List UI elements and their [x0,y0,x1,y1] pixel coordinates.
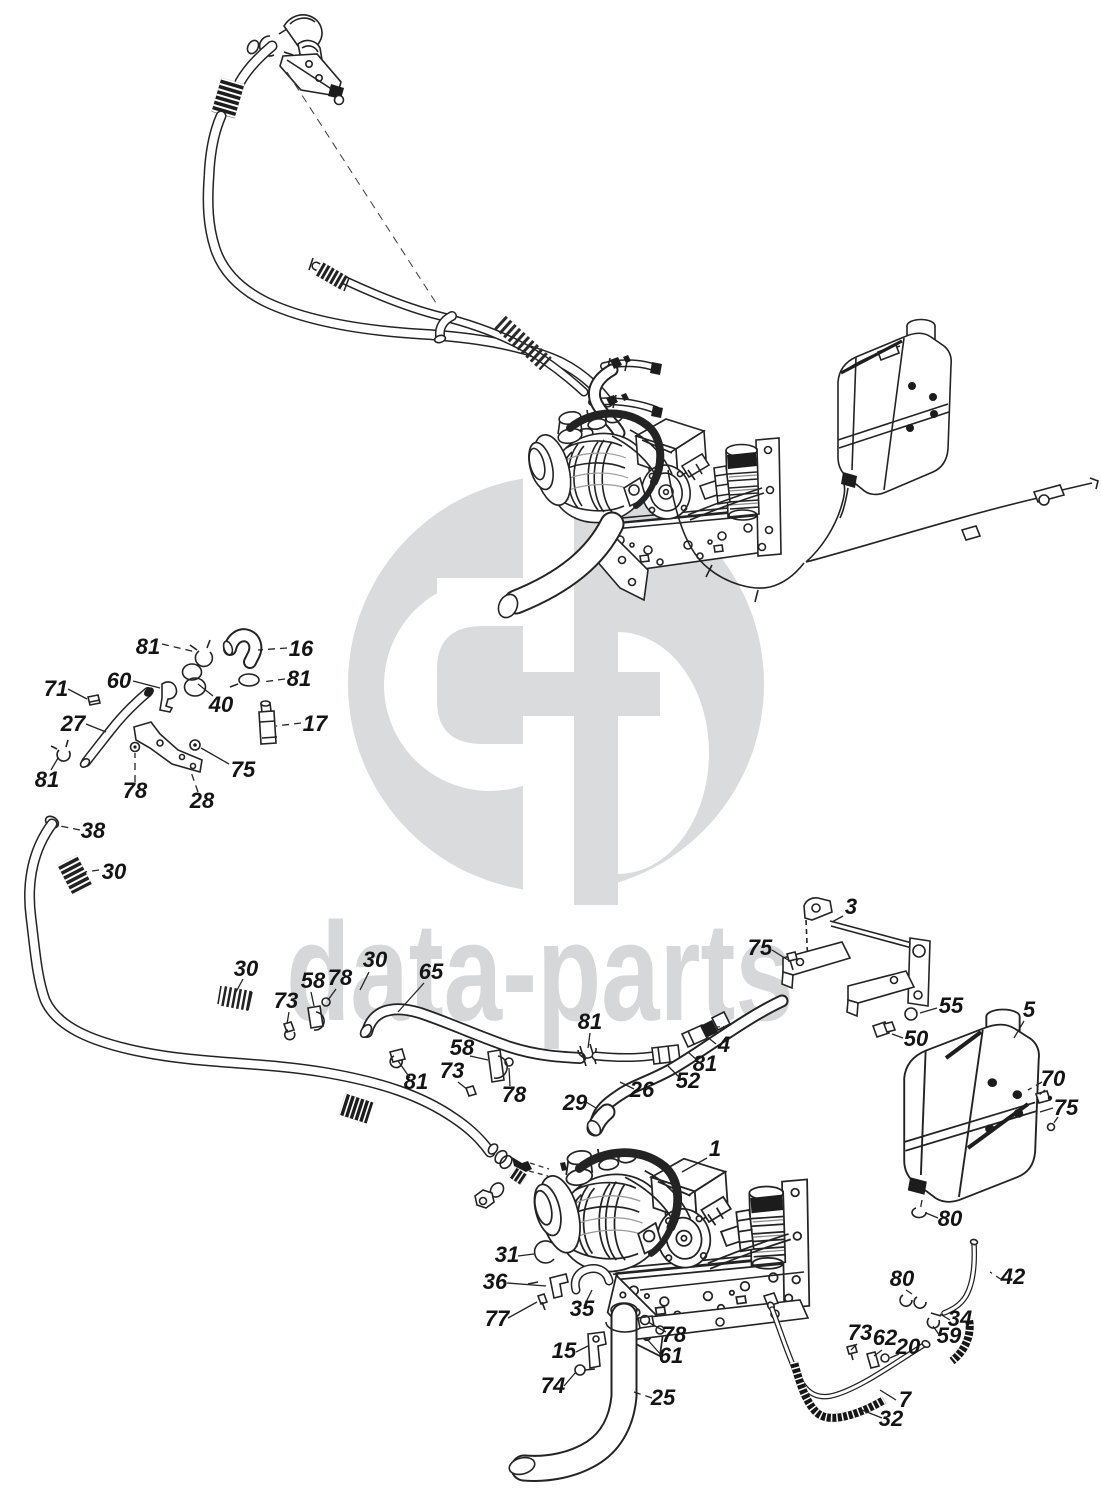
svg-text:29: 29 [562,1090,588,1115]
svg-text:71: 71 [44,676,68,701]
svg-text:26: 26 [629,1077,655,1102]
svg-text:65: 65 [419,959,444,984]
svg-text:75: 75 [231,757,256,782]
svg-text:32: 32 [879,1406,904,1431]
svg-text:5: 5 [1023,997,1036,1022]
svg-text:34: 34 [948,1306,972,1331]
svg-text:28: 28 [189,788,215,813]
svg-text:75: 75 [748,935,773,960]
svg-text:30: 30 [102,859,127,884]
svg-text:50: 50 [904,1026,929,1051]
svg-text:55: 55 [939,993,964,1018]
svg-text:38: 38 [81,818,106,843]
svg-text:77: 77 [485,1306,511,1331]
svg-text:80: 80 [938,1206,963,1231]
svg-text:81: 81 [578,1009,602,1034]
svg-text:73: 73 [848,1320,872,1345]
svg-text:81: 81 [35,767,59,792]
svg-text:31: 31 [495,1242,519,1267]
svg-text:75: 75 [1054,1095,1079,1120]
svg-text:62: 62 [873,1325,898,1350]
svg-text:36: 36 [483,1269,508,1294]
svg-text:52: 52 [676,1068,701,1093]
svg-text:73: 73 [274,988,298,1013]
svg-text:40: 40 [208,692,234,717]
svg-text:78: 78 [662,1322,687,1347]
svg-text:3: 3 [845,894,857,919]
svg-text:70: 70 [1041,1066,1066,1091]
svg-text:74: 74 [541,1373,565,1398]
svg-text:17: 17 [303,711,329,736]
svg-text:58: 58 [301,968,326,993]
svg-text:1: 1 [709,1136,721,1161]
svg-text:15: 15 [552,1338,577,1363]
svg-text:73: 73 [440,1058,464,1083]
svg-text:81: 81 [136,634,160,659]
svg-text:16: 16 [289,636,314,661]
svg-text:61: 61 [659,1343,683,1368]
svg-text:78: 78 [123,778,148,803]
svg-text:80: 80 [890,1266,915,1291]
svg-text:35: 35 [570,1296,595,1321]
svg-text:81: 81 [287,666,311,691]
svg-text:27: 27 [60,711,87,736]
svg-text:42: 42 [1000,1264,1026,1289]
svg-text:60: 60 [107,668,132,693]
svg-text:30: 30 [234,956,259,981]
svg-text:59: 59 [937,1323,962,1348]
svg-text:25: 25 [650,1385,676,1410]
svg-text:81: 81 [404,1069,428,1094]
svg-text:7: 7 [899,1387,913,1412]
svg-text:30: 30 [363,947,388,972]
svg-text:78: 78 [502,1082,527,1107]
svg-text:4: 4 [717,1032,730,1057]
svg-text:81: 81 [693,1051,717,1076]
svg-text:20: 20 [895,1334,921,1359]
svg-text:78: 78 [328,965,353,990]
